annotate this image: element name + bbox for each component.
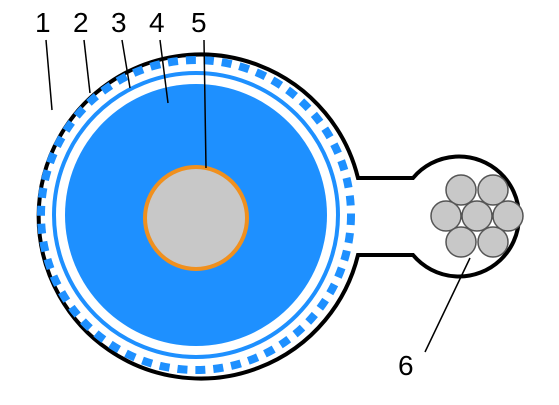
strand-center [461, 200, 493, 232]
strand-bottom-left [445, 226, 477, 258]
strand-left [430, 200, 462, 232]
leader-4 [159, 39, 169, 104]
label-3: 3 [111, 7, 127, 38]
thin-ring [52, 71, 340, 359]
label-2: 2 [73, 7, 89, 38]
leader-5 [203, 39, 207, 169]
strand-bundle [430, 174, 524, 258]
strand-top-right [477, 174, 509, 206]
leader-6 [424, 257, 471, 353]
label-1: 1 [35, 7, 51, 38]
label-5: 5 [191, 7, 207, 38]
label-4: 4 [149, 7, 165, 38]
strand-right [492, 200, 524, 232]
strand-top-left [445, 174, 477, 206]
dashed-screen [37, 56, 355, 374]
label-6: 6 [398, 350, 414, 381]
leader-1 [45, 39, 53, 111]
conductor-core [143, 165, 249, 271]
strand-bottom-right [477, 226, 509, 258]
leader-3 [121, 39, 131, 89]
leader-lines [45, 39, 471, 353]
leader-2 [83, 39, 91, 94]
